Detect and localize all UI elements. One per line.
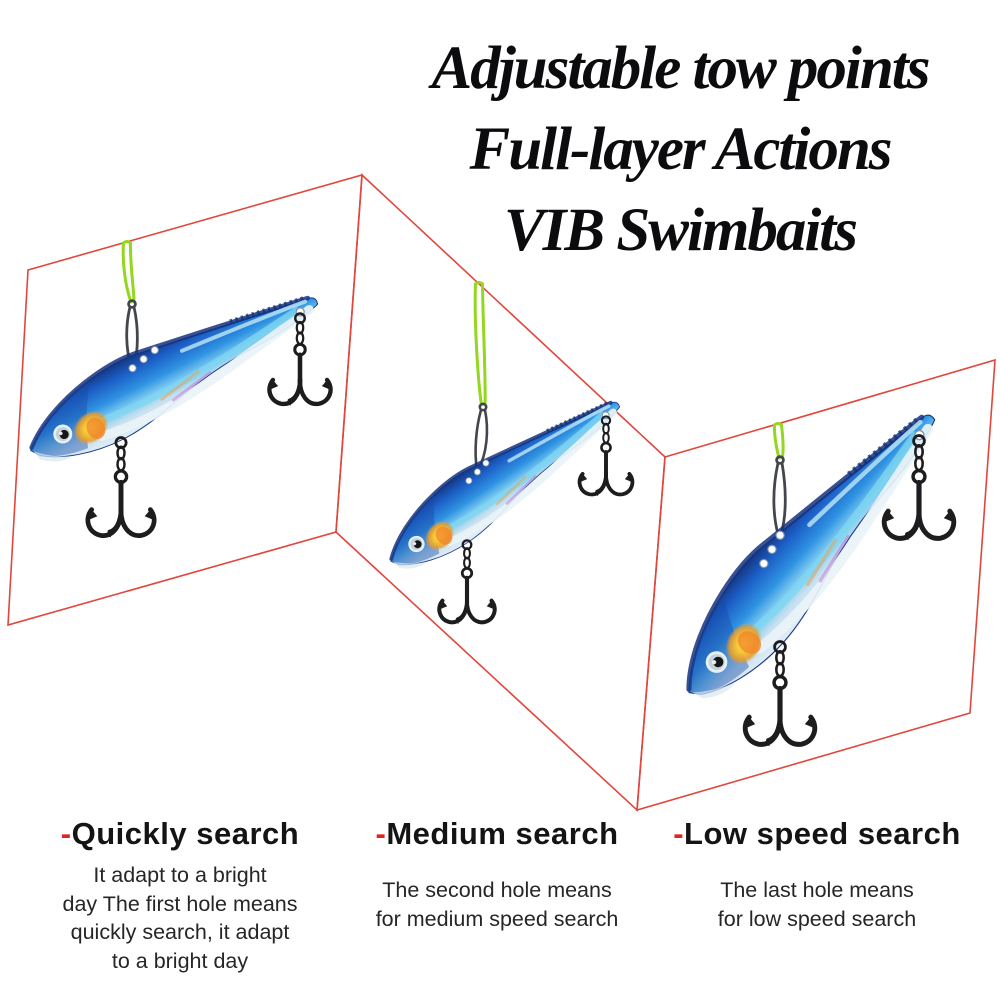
caption-body: The second hole means for medium speed s… <box>336 876 658 933</box>
panel-outlines <box>7 173 996 812</box>
lure-first-hole <box>13 240 333 538</box>
caption-body: It adapt to a bright day The first hole … <box>18 861 342 975</box>
headline-line: VIB Swimbaits <box>503 197 858 264</box>
caption-heading: -Quickly search <box>18 816 342 852</box>
hanging-line <box>473 281 487 407</box>
dash-bullet: - <box>673 816 685 851</box>
belly-treble-hook <box>88 438 155 538</box>
panel-right <box>636 358 996 812</box>
hanging-line <box>121 240 136 304</box>
caption-body-line: quickly search, it adapt <box>70 920 290 944</box>
caption-body-line: to a bright day <box>111 948 249 973</box>
dash-bullet: - <box>60 816 72 851</box>
caption-body-line: for medium speed search <box>375 906 619 931</box>
caption-body: The last hole means for low speed search <box>652 876 982 933</box>
caption-body-line: The second hole means <box>382 878 612 902</box>
snap-clip <box>772 455 787 536</box>
caption-heading-text: Low speed search <box>684 816 961 851</box>
dash-bullet: - <box>375 816 387 851</box>
lure-second-hole <box>372 281 636 624</box>
hanging-line <box>772 422 785 460</box>
vib-lure-body <box>13 268 333 479</box>
caption-heading-text: Quickly search <box>71 816 300 851</box>
caption-medium-search: -Medium search The second hole means for… <box>336 816 658 933</box>
caption-body-line: It adapt to a bright <box>93 863 267 887</box>
caption-body-line: The last hole means <box>720 878 914 902</box>
lure-last-hole <box>655 389 962 747</box>
headline-line: Adjustable tow points <box>431 35 931 102</box>
headline: Adjustable tow points Full-layer Actions… <box>355 28 1000 271</box>
vib-lure-body <box>372 378 636 584</box>
caption-body-line: for low speed search <box>717 906 917 931</box>
caption-heading: -Low speed search <box>652 816 982 852</box>
caption-heading-text: Medium search <box>386 816 619 851</box>
caption-body-line: day The first hole means <box>62 891 298 916</box>
caption-quickly-search: -Quickly search It adapt to a bright day… <box>18 816 342 975</box>
caption-low-speed-search: -Low speed search The last hole means fo… <box>652 816 982 933</box>
caption-heading: -Medium search <box>336 816 658 852</box>
headline-line: Full-layer Actions <box>469 116 893 183</box>
